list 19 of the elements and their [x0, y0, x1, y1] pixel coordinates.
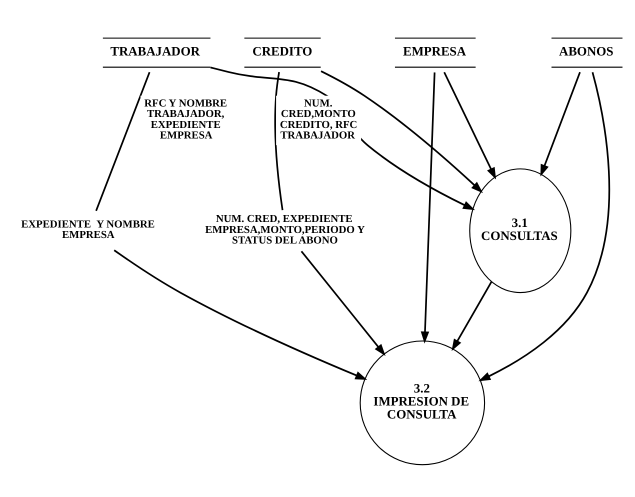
connector [274, 71, 284, 210]
arrow [478, 72, 610, 381]
node-text: ABONOS [559, 44, 614, 58]
arrow [320, 70, 483, 193]
node-text: TRABAJADOR [110, 44, 200, 58]
connector [95, 71, 150, 211]
arrow [452, 280, 492, 351]
edge-label: NUM. CRED,MONTO CREDITO, RFC TRABAJADOR [280, 96, 358, 142]
node-circle: 3.2 IMPRESION DE CONSULTA [360, 340, 486, 465]
arrow [443, 71, 496, 180]
arrow [540, 71, 581, 176]
node-text: EMPRESA [403, 44, 466, 58]
arrow [420, 72, 436, 344]
edge-label: RFC Y NOMBRE TRABAJADOR, EXPEDIENTE EMPRESA [144, 96, 228, 142]
node-text: NUM. CRED, EXPEDIENTE EMPRESA,MONTO,PERIODO Y STATUS DEL ABONO [205, 212, 365, 246]
arrow [300, 250, 386, 356]
node-text: EXPEDIENTE Y NOMBRE EMPRESA [21, 218, 155, 241]
arrow [114, 249, 368, 380]
node-text: CREDITO [252, 44, 312, 58]
